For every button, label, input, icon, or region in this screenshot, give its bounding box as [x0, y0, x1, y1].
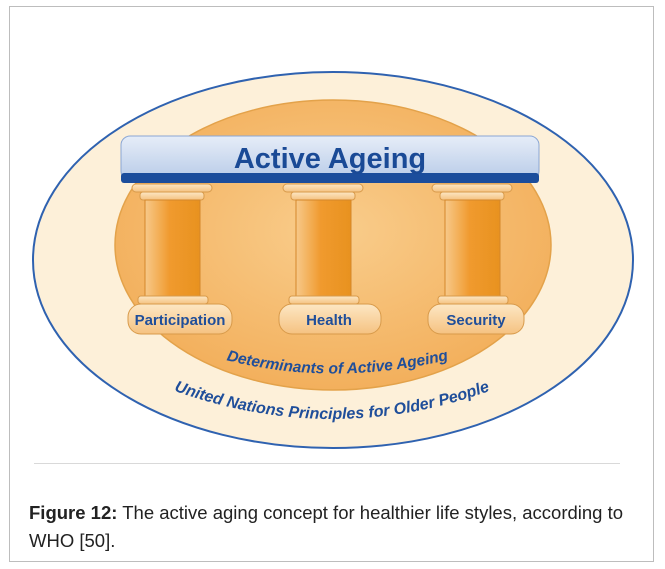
pillar-label-health: Health [306, 312, 352, 329]
figure-caption: Figure 12: The active aging concept for … [29, 499, 641, 555]
diagram-title: Active Ageing [234, 143, 426, 175]
pillar-health: Health [278, 183, 382, 335]
caption-label: Figure 12: [29, 502, 118, 523]
pillar-participation: Participation [127, 183, 233, 335]
title-bar: Active Ageing [120, 135, 540, 183]
pillar-security: Security [427, 183, 525, 335]
pillar-label-security: Security [446, 312, 506, 329]
caption-text: The active aging concept for healthier l… [29, 502, 624, 551]
active-ageing-diagram: Participation Health Security Active Age… [32, 71, 634, 449]
caption-divider [34, 463, 620, 464]
pillar-label-participation: Participation [135, 312, 226, 329]
